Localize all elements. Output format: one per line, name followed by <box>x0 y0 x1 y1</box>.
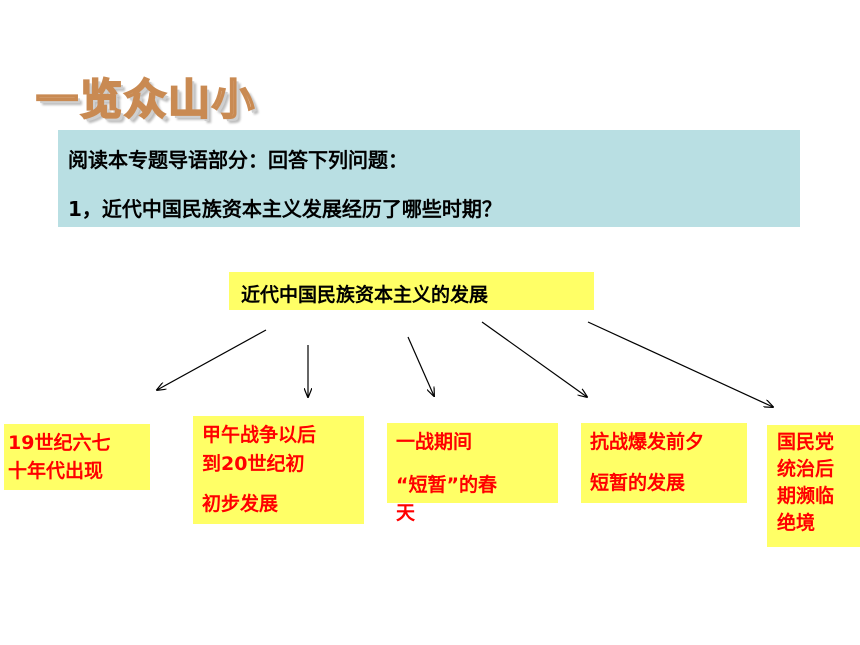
period-1-line-2: 十年代出现 <box>8 460 104 482</box>
period-5-line-4: 绝境 <box>777 512 816 534</box>
question-box: 阅读本专题导语部分：回答下列问题： 1，近代中国民族资本主义发展经历了哪些时期？ <box>58 130 800 227</box>
period-node-2: 甲午战争以后 到20世纪初 初步发展 <box>193 416 364 524</box>
period-1-line-1: 19世纪六七 <box>8 432 111 454</box>
section-title: 一览众山小 <box>35 74 257 125</box>
arrow-1 <box>157 329 267 390</box>
period-node-1: 19世纪六七 十年代出现 <box>4 424 150 490</box>
period-node-4: 抗战爆发前夕 短暂的发展 <box>581 423 747 503</box>
period-4-line-1: 抗战爆发前夕 <box>590 431 705 453</box>
period-3-line-3: 天 <box>396 502 416 524</box>
period-3-line-1: 一战期间 <box>396 431 473 453</box>
period-2-line-2: 到20世纪初 <box>202 453 305 475</box>
period-node-3: 一战期间 “短暂”的春 天 <box>387 423 558 524</box>
arrow-3 <box>407 336 434 396</box>
root-node: 近代中国民族资本主义的发展 <box>229 272 594 310</box>
period-4-line-2: 短暂的发展 <box>590 472 686 494</box>
arrow-4 <box>481 321 587 397</box>
period-5-line-2: 统治后 <box>777 458 835 480</box>
period-5-line-3: 期濒临 <box>777 485 835 507</box>
root-node-label: 近代中国民族资本主义的发展 <box>241 284 489 306</box>
period-2-line-3: 初步发展 <box>202 493 279 515</box>
period-3-line-2: “短暂”的春 <box>396 474 497 496</box>
question-1: 1，近代中国民族资本主义发展经历了哪些时期？ <box>68 197 502 221</box>
question-instruction: 阅读本专题导语部分：回答下列问题： <box>68 148 408 172</box>
period-2-line-1: 甲午战争以后 <box>202 424 317 446</box>
arrow-5 <box>587 321 773 407</box>
period-node-5: 国民党 统治后 期濒临 绝境 <box>767 425 860 547</box>
period-5-line-1: 国民党 <box>777 431 835 453</box>
